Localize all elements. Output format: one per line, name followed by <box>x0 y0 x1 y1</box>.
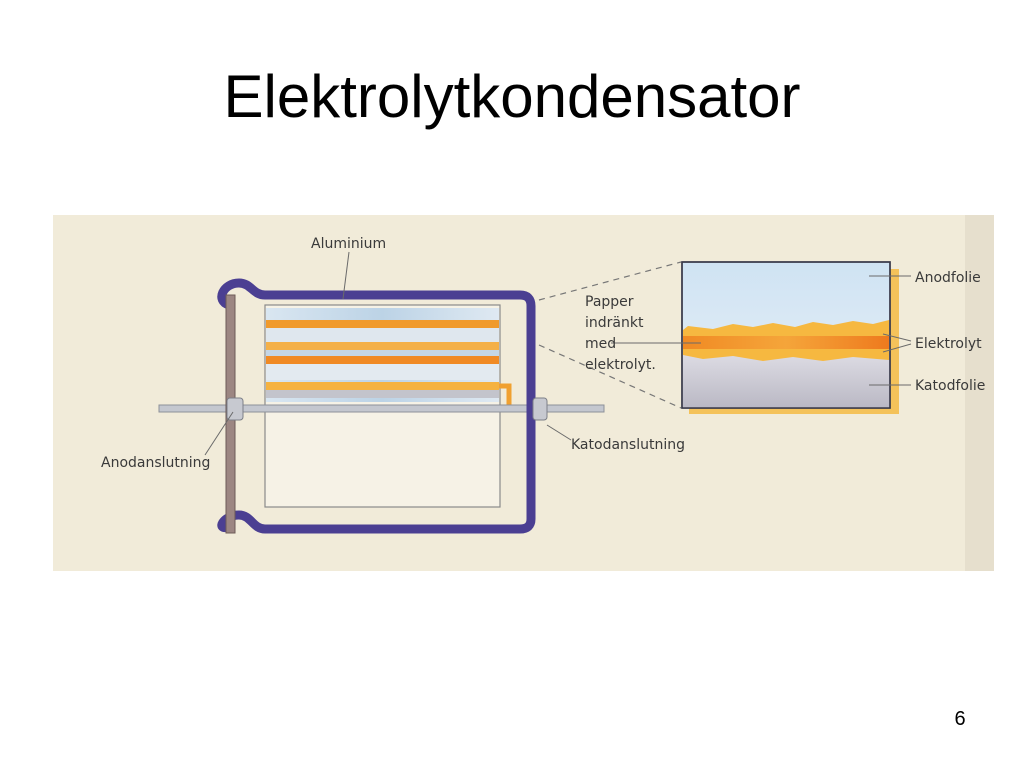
leader-lines <box>204 251 912 456</box>
label-cathode-foil: Katodfolie <box>915 378 985 394</box>
label-paper-line-4: elektrolyt. <box>585 357 656 373</box>
background-edge <box>965 215 994 571</box>
capacitor-diagram: Aluminium Papper indränkt med elektrolyt… <box>53 215 994 571</box>
winding-layers <box>266 308 499 402</box>
zoom-line-bottom <box>538 344 682 409</box>
label-anode-connection: Anodanslutning <box>101 455 210 471</box>
capacitor-diagram-svg: Aluminium Papper indränkt med elektrolyt… <box>53 215 994 571</box>
label-paper-line-1: Papper <box>585 294 634 310</box>
label-aluminium: Aluminium <box>311 236 386 252</box>
aluminium-casing <box>265 290 536 534</box>
cathode-terminal <box>532 397 548 421</box>
label-paper-line-2: indränkt <box>585 315 644 331</box>
zoom-line-top <box>538 261 682 301</box>
center-axle <box>158 404 605 413</box>
label-electrolyte: Elektrolyt <box>915 336 982 352</box>
casing-bottom-crimp <box>217 510 270 534</box>
label-anode-foil: Anodfolie <box>915 270 981 286</box>
label-paper-line-3: med <box>585 336 616 352</box>
label-cathode-connection: Katodanslutning <box>571 437 685 453</box>
casing-top-crimp <box>217 278 270 310</box>
page-number: 6 <box>954 708 966 730</box>
zoom-detail-panel <box>681 261 899 414</box>
slide-title: Elektrolytkondensator <box>223 63 801 130</box>
